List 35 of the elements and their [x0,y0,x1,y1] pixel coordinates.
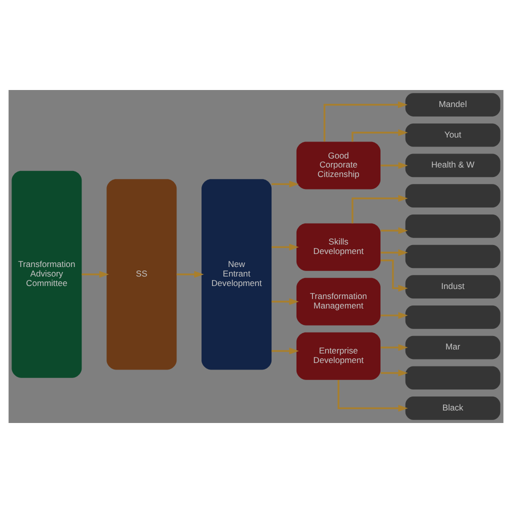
arrow [176,270,204,278]
node-box: Enterprise Development [296,332,380,380]
arrow [338,380,408,412]
arrow [380,312,408,318]
arrow [324,100,408,141]
node-box: Yout [405,122,500,146]
node-box [405,305,500,328]
arrow [380,369,408,376]
node-box: Transformation Advisory Committee [12,170,82,378]
arrow [380,344,408,350]
arrow [272,347,299,354]
node-box: Black [405,396,500,420]
arrow [352,194,408,223]
node-box: Indust [405,274,500,298]
node-box: Good Corporate Citizenship [296,141,380,189]
arrow [380,226,408,234]
node-box [405,214,500,238]
arrow [380,259,408,292]
node-box: Transformation Management [296,277,380,325]
node-box [405,366,500,390]
node-box [405,184,500,207]
node-box: New Entrant Development [202,178,272,370]
arrow [272,298,299,305]
node-box: SS [106,178,177,370]
arrow [82,270,109,278]
arrow [352,128,408,142]
arrow [272,243,299,250]
node-box: Health & W [405,153,500,177]
node-box: Skills Development [296,222,380,270]
arrow [380,248,408,256]
arrow [380,162,408,168]
arrow [272,180,299,188]
node-box: Mandel [405,92,500,116]
node-box [405,244,500,268]
node-box: Mar [405,335,500,359]
